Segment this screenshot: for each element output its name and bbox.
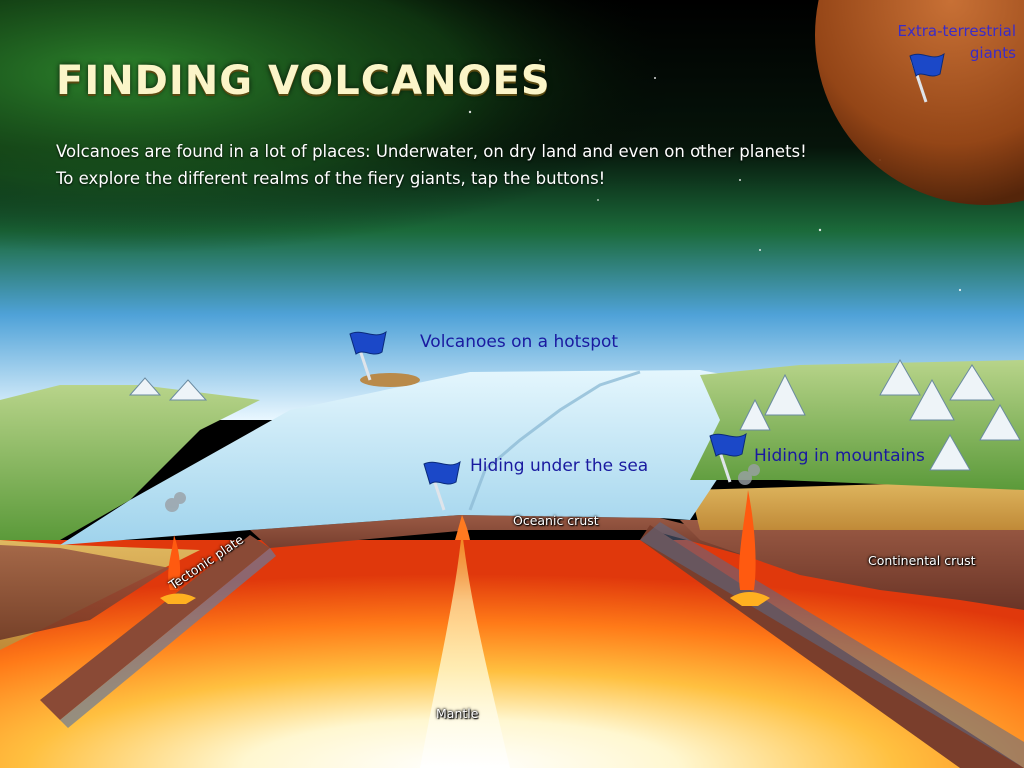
mantle-label: Mantle — [436, 706, 479, 721]
extraterrestrial-giants-button[interactable]: Extra-terrestrial giants — [840, 16, 1020, 103]
volcanoes-on-hotspot-button[interactable]: Volcanoes on a hotspot — [344, 326, 634, 382]
hiding-in-mountains-label: Hiding in mountains — [754, 446, 925, 466]
extraterrestrial-label-line-1: Extra-terrestrial — [897, 22, 1016, 40]
flag-icon — [349, 330, 387, 381]
volcanoes-on-hotspot-label: Volcanoes on a hotspot — [420, 332, 619, 352]
intro-line-1: Volcanoes are found in a lot of places: … — [56, 142, 807, 161]
intro-line-2: To explore the different realms of the f… — [56, 169, 606, 188]
hiding-in-mountains-button[interactable]: Hiding in mountains — [704, 428, 926, 488]
flag-icon — [709, 432, 747, 483]
flag-icon — [423, 460, 461, 511]
extraterrestrial-giants-label: Extra-terrestrial giants — [898, 20, 1016, 64]
volcano-icon — [160, 490, 770, 606]
page-title: FINDING VOLCANOES — [56, 58, 551, 104]
hiding-under-sea-button[interactable]: Hiding under the sea — [418, 452, 658, 512]
hiding-under-sea-label: Hiding under the sea — [470, 456, 649, 476]
flag-icon — [909, 52, 945, 103]
extraterrestrial-label-line-2: giants — [969, 44, 1016, 62]
continental-crust-label: Continental crust — [868, 553, 976, 568]
intro-text: Volcanoes are found in a lot of places: … — [56, 138, 956, 192]
oceanic-crust-label: Oceanic crust — [513, 513, 599, 528]
